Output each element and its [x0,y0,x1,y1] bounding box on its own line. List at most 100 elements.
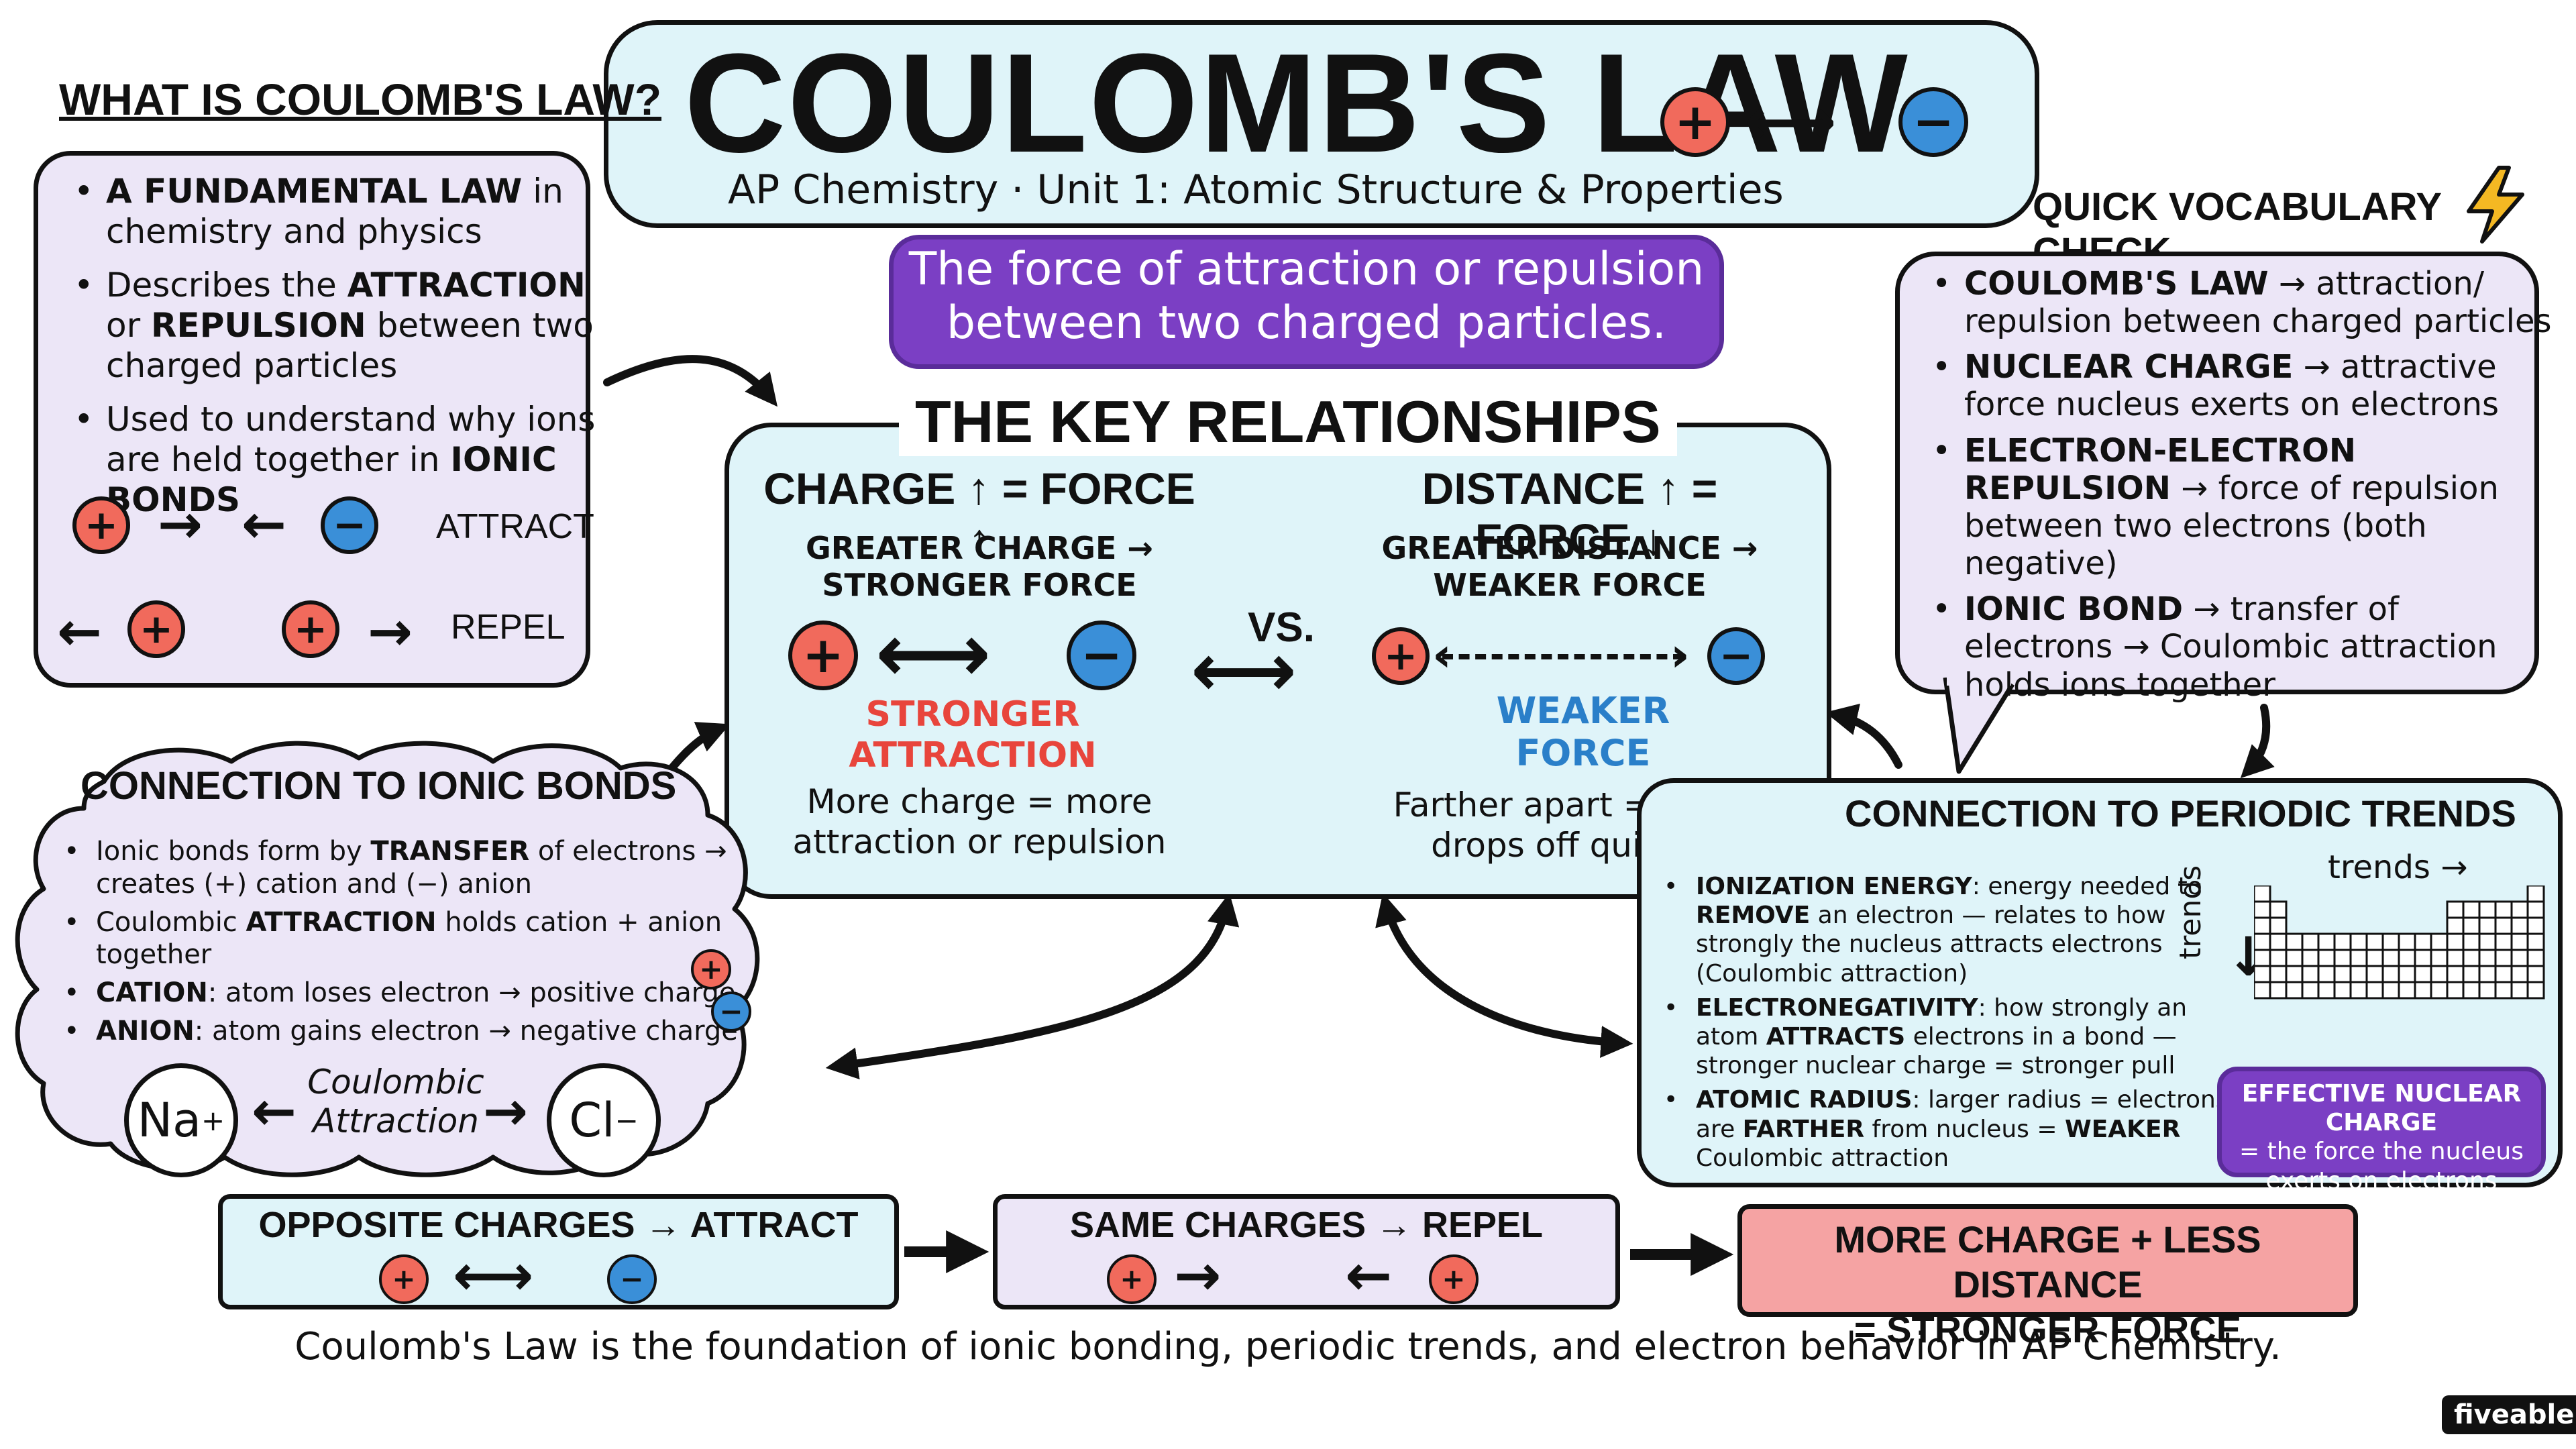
ionic-attraction-2: Attraction [313,1101,479,1140]
repel-positive-2: + [282,600,339,658]
key-left-result2: ATTRACTION [849,735,1097,775]
key-left-sub2: STRONGER FORCE [822,567,1137,604]
same-arrow-left: ← [1345,1242,1393,1308]
opposite-charges-label: OPPOSITE CHARGES → ATTRACT [258,1205,859,1245]
key-left-sub: GREATER CHARGE → STRONGER FORCE [751,530,1208,604]
whatis-heading: WHAT IS COULOMB'S LAW? [59,74,662,124]
sodium-ion: Na+ [124,1063,238,1177]
definition-line1: The force of attraction or repulsion [908,243,1705,296]
vocab-item-3: ELECTRON-ELECTRON REPULSION → force of r… [1932,432,2555,583]
ionic-item-3: CATION: atom loses electron → positive c… [64,977,794,1010]
arrow-key-ionic-double [825,892,1240,1080]
more-charge-line1: MORE CHARGE + LESS DISTANCE [1834,1218,2261,1306]
repel-arrow-right: → [368,600,413,663]
enc-line3: exerts on electrons [2265,1167,2498,1195]
attract-negative: − [321,496,378,554]
title-positive-charge: + [1660,87,1730,157]
key-left-note2: attraction or repulsion [792,822,1167,861]
key-left-note: More charge = more attraction or repulsi… [765,782,1194,862]
key-right-result1: WEAKER [1496,690,1670,732]
same-charges-label: SAME CHARGES → REPEL [1069,1205,1544,1245]
key-left-title: CHARGE ↑ = FORCE ↑ [763,464,1195,564]
footer-text: Coulomb's Law is the foundation of ionic… [294,1325,2282,1368]
opp-negative: − [607,1254,657,1304]
periodic-item-2: ELECTRONEGATIVITY: how strongly an atom … [1664,994,2233,1081]
attract-label: ATTRACT [436,507,594,546]
key-left-positive: + [788,621,858,690]
periodic-list: IONIZATION ENERGY: energy needed to REMO… [1664,872,2233,1173]
definition-banner [889,235,1724,369]
ionic-list: Ionic bonds form by TRANSFER of electron… [57,835,794,1048]
opp-double-arrow: ⟷ [453,1242,534,1308]
vocab-item-1: COULOMB'S LAW → attraction/ repulsion be… [1932,265,2555,340]
main-title: COULOMB'S LAW [684,24,1909,182]
key-right-sub2: WEAKER FORCE [1433,567,1707,604]
ionic-attraction-1: Coulombic [307,1063,484,1102]
attract-arrow-left: ← [241,493,287,555]
key-left-result: STRONGER ATTRACTION [839,694,1107,776]
repel-arrow-left: ← [57,600,103,663]
key-left-sub1: GREATER CHARGE → [806,530,1153,566]
chloride-ion: Cl− [547,1063,661,1177]
ionic-attraction-label: Coulombic Attraction [305,1063,486,1140]
effective-nuclear-charge-box: EFFECTIVE NUCLEAR CHARGE = the force the… [2217,1067,2546,1195]
ionic-heading: CONNECTION TO IONIC BONDS [80,764,677,808]
lightning-bolt-icon [2467,166,2524,244]
key-right-result2: FORCE [1515,732,1651,775]
whatis-item-2: Describes the ATTRACTION or REPULSION be… [74,265,602,386]
title-negative-charge: − [1898,87,1968,157]
key-right-title: DISTANCE ↑ = FORCE ↓ [1421,464,1718,564]
ionic-arrow-right: → [483,1080,529,1142]
periodic-heading: CONNECTION TO PERIODIC TRENDS [1845,792,2516,835]
subtitle: AP Chemistry · Unit 1: Atomic Structure … [728,166,1784,213]
repel-positive-1: + [127,600,185,658]
key-right-dashed-head-right: › [1670,627,1690,682]
key-vs: VS. [1248,604,1315,651]
arrow-vocab-to-periodic [2240,704,2275,779]
key-vs-double-arrow: ⟷ [1191,627,1297,713]
key-right-dashed-arrow [1442,654,1684,659]
key-left-result1: STRONGER [865,694,1080,735]
key-heading: THE KEY RELATIONSHIPS [899,388,1677,456]
more-charge-box: MORE CHARGE + LESS DISTANCE = STRONGER F… [1737,1204,2358,1350]
key-right-positive: + [1372,627,1430,685]
whatis-list: A FUNDAMENTAL LAW in chemistry and physi… [67,171,602,520]
repel-label: REPEL [451,608,566,647]
enc-line1: EFFECTIVE NUCLEAR CHARGE [2241,1080,2522,1137]
attract-arrow-right: → [158,493,203,555]
vocab-heading: QUICK VOCABULARY CHECK [2033,185,2442,274]
opposite-charges-box [218,1194,899,1309]
same-arrow-right: → [1174,1242,1222,1308]
arrow-periodic-to-key [1825,703,1902,769]
ionic-item-1: Ionic bonds form by TRANSFER of electron… [64,835,794,901]
trends-vertical-label: trends [2174,865,2208,959]
key-right-sub: GREATER DISTANCE → WEAKER FORCE [1348,530,1791,604]
key-right-dashed-head-left: ‹ [1432,627,1452,682]
same-positive-1: + [1107,1254,1157,1304]
same-positive-2: + [1429,1254,1479,1304]
periodic-item-1: IONIZATION ENERGY: energy needed to REMO… [1664,872,2233,988]
definition-line2: between two charged particles. [946,297,1667,350]
arrow-whatis-to-key [603,355,778,407]
title-double-arrow: ⟷ [1744,84,1837,159]
whatis-item-3: Used to understand why ions are held tog… [74,399,602,520]
arrow-key-periodic-double [1375,893,1633,1058]
vocab-list: COULOMB'S LAW → attraction/ repulsion be… [1925,265,2555,704]
title-banner [604,20,2039,228]
fiveable-logo[interactable]: fiveable [2442,1395,2576,1434]
ionic-anion-charge: − [711,991,751,1032]
key-left-negative: − [1067,621,1136,690]
key-right-sub1: GREATER DISTANCE → [1381,530,1758,566]
more-charge-line2: = STRONGER FORCE [1854,1308,2242,1351]
ionic-cation-charge: + [691,949,731,989]
enc-line2: = the force the nucleus [2239,1138,2524,1166]
attract-positive: + [72,496,130,554]
key-right-result: WEAKER FORCE [1449,690,1717,774]
whatis-item-1: A FUNDAMENTAL LAW in chemistry and physi… [74,171,602,252]
key-left-double-arrow: ⟷ [875,607,991,700]
opp-positive: + [379,1254,429,1304]
definition-text: The force of attraction or repulsion bet… [889,243,1724,350]
periodic-table-icon [2254,885,2545,1000]
ionic-item-2: Coulombic ATTRACTION holds cation + anio… [64,906,794,972]
ionic-item-4: ANION: atom gains electron → negative ch… [64,1015,794,1048]
